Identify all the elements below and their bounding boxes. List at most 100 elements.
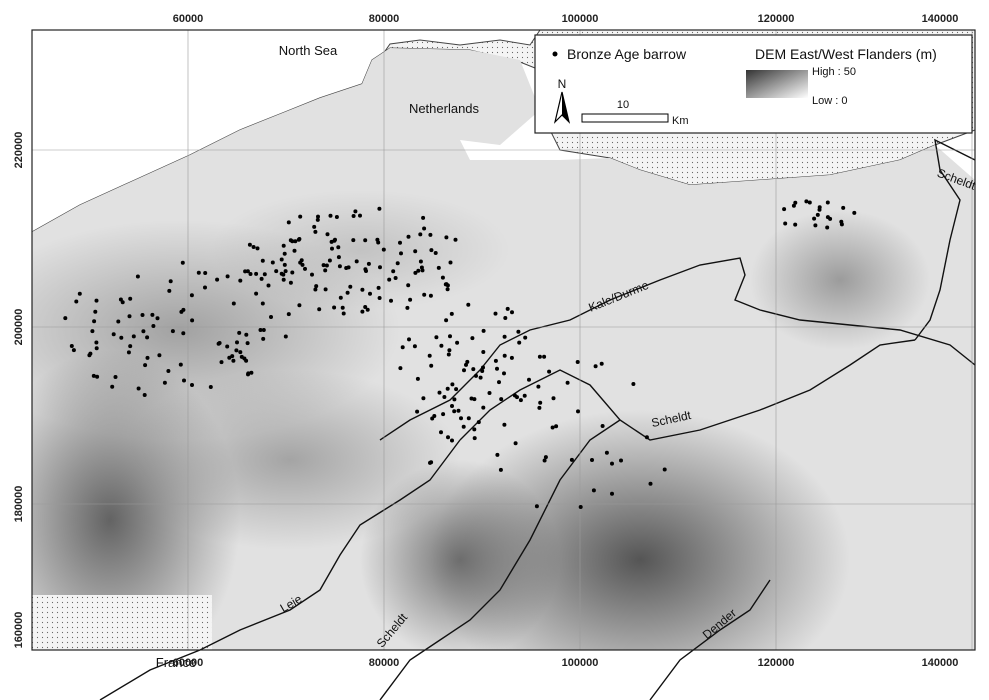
barrow-point: [493, 311, 498, 316]
river-kale-durme: [379, 257, 976, 441]
barrow-point: [610, 461, 614, 466]
legend-low-label: Low : 0: [812, 95, 847, 107]
barrow-point: [782, 207, 787, 212]
barrow-point: [437, 390, 442, 395]
barrow-point: [807, 200, 812, 205]
barrow-point: [472, 427, 477, 432]
barrow-point: [550, 425, 555, 430]
barrow-point: [543, 455, 548, 460]
barrow-point: [448, 334, 452, 339]
barrow-point: [189, 293, 194, 298]
barrow-point: [377, 206, 382, 211]
barrow-point: [270, 260, 275, 265]
barrow-point: [111, 332, 116, 337]
barrow-point: [261, 328, 266, 332]
barrow-point: [446, 435, 450, 440]
barrow-point: [825, 200, 830, 205]
barrow-point: [238, 278, 243, 283]
scale-unit: Km: [672, 115, 689, 127]
barrow-point: [118, 297, 123, 302]
barrow-point: [316, 214, 320, 219]
barrow-point: [419, 265, 424, 270]
barrow-point: [429, 363, 434, 368]
barrow-point: [817, 207, 822, 212]
barrow-point: [351, 214, 356, 218]
barrow-point: [481, 365, 485, 370]
barrow-point: [578, 505, 583, 509]
barrow-point: [534, 504, 539, 509]
barrow-point: [63, 316, 68, 321]
barrow-point: [196, 270, 201, 275]
barrow-point: [828, 216, 833, 221]
barrow-point: [91, 373, 96, 378]
x-axis-bottom: 60000 80000 100000 120000 140000: [173, 657, 959, 669]
barrow-point: [281, 277, 286, 282]
barrow-point: [363, 267, 368, 272]
barrow-point: [421, 215, 426, 220]
barrow-point: [453, 237, 458, 242]
barrow-point: [478, 375, 483, 380]
x-tick-bottom: 140000: [922, 657, 959, 669]
barrow-point: [439, 430, 443, 435]
legend-high-label: High : 50: [812, 66, 856, 78]
barrow-point: [452, 409, 457, 414]
barrow-point: [351, 238, 356, 243]
barrow-symbol: [552, 51, 558, 57]
barrow-point: [469, 396, 474, 401]
barrow-point: [260, 258, 265, 263]
barrow-point: [436, 265, 441, 270]
barrow-point: [502, 422, 507, 427]
barrow-point: [190, 318, 195, 323]
barrow-point: [249, 370, 254, 375]
barrow-point: [416, 268, 421, 273]
barrow-point: [445, 287, 450, 292]
barrow-point: [215, 277, 220, 282]
barrow-point: [225, 344, 230, 349]
barrow-point: [282, 262, 287, 267]
north-label: N: [558, 77, 567, 91]
barrow-point: [282, 251, 287, 256]
barrow-point: [334, 215, 339, 219]
barrow-point: [518, 398, 523, 403]
barrow-point: [363, 305, 368, 309]
barrow-point: [813, 223, 818, 228]
barrow-point: [793, 222, 798, 227]
dem-ramp: [746, 70, 808, 98]
barrow-point: [517, 340, 522, 345]
barrow-point: [430, 416, 435, 421]
barrow-point: [358, 213, 362, 218]
barrow-point: [94, 340, 99, 345]
barrow-point: [415, 376, 420, 381]
barrow-point: [279, 257, 284, 262]
barrow-point: [407, 337, 411, 342]
barrow-point: [235, 340, 239, 345]
barrow-point: [333, 237, 337, 242]
barrow-point: [399, 251, 403, 256]
barrow-point: [258, 328, 263, 332]
barrow-point: [523, 335, 528, 340]
barrow-point: [502, 334, 507, 339]
barrow-point: [395, 261, 400, 266]
barrow-point: [247, 242, 252, 247]
barrow-point: [143, 363, 148, 368]
barrow-point: [231, 301, 236, 306]
barrow-point: [317, 307, 322, 312]
barrow-point: [217, 341, 222, 345]
barrow-point: [444, 235, 449, 240]
barrow-point: [128, 344, 133, 349]
barrow-point: [203, 271, 208, 275]
barrow-point: [446, 352, 451, 357]
barrow-point: [230, 354, 235, 359]
barrow-point: [569, 457, 574, 462]
barrow-point: [283, 269, 288, 274]
y-tick-left: 200000: [13, 309, 25, 346]
barrow-point: [182, 378, 186, 383]
barrow-point: [434, 335, 439, 340]
barrow-point: [327, 258, 332, 263]
barrow-point: [462, 368, 466, 373]
barrow-point: [662, 467, 667, 472]
barrow-point: [238, 350, 243, 355]
barrow-point: [791, 203, 796, 208]
barrow-point: [225, 274, 230, 279]
barrow-point: [470, 336, 475, 341]
